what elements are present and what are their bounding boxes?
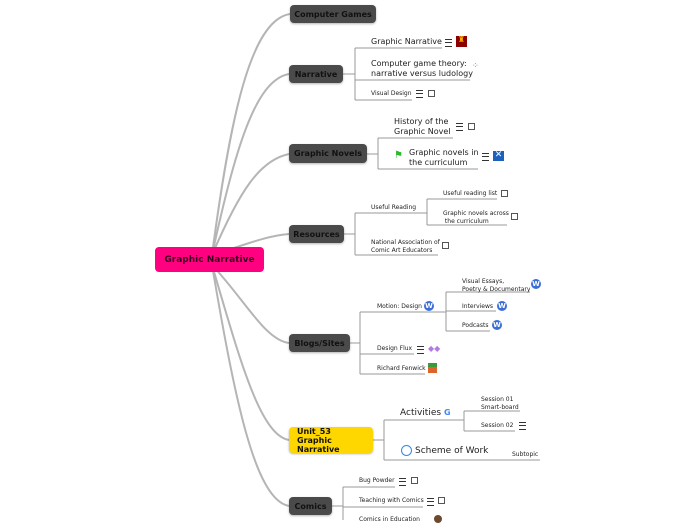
- subtopic-session-02[interactable]: Session 02: [481, 422, 514, 429]
- topic-label: Graphic Novels: [294, 149, 362, 158]
- label-line: Visual Essays,: [462, 278, 505, 285]
- external-link-icon[interactable]: [501, 190, 508, 197]
- subtopic-motion-design[interactable]: Motion: Design: [377, 303, 422, 310]
- root-label: Graphic Narrative: [164, 254, 255, 265]
- label-line: Session 01: [481, 396, 514, 403]
- notes-icon[interactable]: [417, 346, 424, 354]
- app-icon: [428, 363, 437, 373]
- avatar-icon: [434, 515, 442, 523]
- subtopic-graphic-narrative[interactable]: Graphic Narrative: [371, 37, 442, 46]
- notes-icon[interactable]: [519, 422, 526, 430]
- external-link-icon[interactable]: [438, 497, 445, 504]
- label-line: National Association of: [371, 239, 440, 246]
- subtopic-bug-powder[interactable]: Bug Powder: [359, 477, 395, 484]
- subtopic-visual-essays[interactable]: Visual Essays,Poetry & Documentary: [462, 278, 530, 293]
- subtopic-interviews[interactable]: Interviews: [462, 303, 494, 310]
- subtopic-scheme-of-work[interactable]: Scheme of Work: [415, 446, 489, 456]
- wordpress-icon[interactable]: W: [497, 301, 507, 311]
- notes-icon[interactable]: [445, 39, 452, 47]
- external-link-icon[interactable]: [442, 242, 449, 249]
- notes-icon[interactable]: [399, 478, 406, 486]
- scotland-flag-icon: ✕: [493, 150, 504, 161]
- dots-icon: ⁘: [472, 61, 479, 70]
- external-link-icon[interactable]: [511, 213, 518, 220]
- topic-label: Resources: [293, 229, 340, 239]
- topic-label: Narrative: [294, 69, 338, 79]
- label-line: Poetry & Documentary: [462, 285, 531, 293]
- external-link-icon[interactable]: [428, 90, 435, 97]
- topic-label: Graphic Narrative: [297, 435, 340, 454]
- flag-icon: ⚑: [394, 150, 403, 161]
- external-link-icon[interactable]: [468, 123, 475, 130]
- label-line: the curriculum: [443, 217, 489, 225]
- subtopic-activities[interactable]: Activities: [400, 408, 442, 418]
- label-line: Graphic Novel: [394, 127, 451, 136]
- subtopic-reading-list[interactable]: Useful reading list: [443, 190, 498, 197]
- subtopic-design-flux[interactable]: Design Flux: [377, 345, 413, 352]
- subtopic-visual-design[interactable]: Visual Design: [371, 90, 412, 97]
- topic-graphic-novels[interactable]: Graphic Novels: [289, 144, 367, 163]
- wordpress-icon[interactable]: W: [424, 301, 434, 311]
- notes-icon[interactable]: [456, 123, 463, 131]
- topic-narrative[interactable]: Narrative: [289, 65, 343, 83]
- topic-label: Comics: [294, 501, 327, 511]
- progress-circle-icon: [401, 445, 412, 456]
- root-topic[interactable]: Graphic Narrative: [155, 247, 264, 272]
- notes-icon[interactable]: [427, 498, 434, 506]
- subtopic-richard-fenwick[interactable]: Richard Fenwick: [377, 365, 426, 372]
- topic-label: Computer Games: [294, 9, 372, 19]
- label-line: History of the: [394, 117, 449, 126]
- subtopic-across-curriculum[interactable]: Graphic novels across the curriculum: [443, 210, 509, 225]
- image-icon: ♜: [456, 36, 467, 47]
- wordpress-icon[interactable]: W: [531, 279, 541, 289]
- audio-wave-icon: ◆◆: [428, 344, 441, 353]
- wordpress-icon[interactable]: W: [492, 320, 502, 330]
- label-line: Comic Art Educators: [371, 246, 433, 254]
- subtopic-podcasts[interactable]: Podcasts: [462, 322, 489, 329]
- topic-computer-games[interactable]: Computer Games: [290, 5, 376, 23]
- topic-label: Unit_53: [297, 426, 331, 436]
- subtopic-game-theory[interactable]: Computer game theory:narrative versus lu…: [371, 59, 473, 79]
- external-link-icon[interactable]: [411, 477, 418, 484]
- google-icon: G: [444, 408, 451, 417]
- label-line: the curriculum: [409, 158, 468, 167]
- notes-icon[interactable]: [416, 90, 423, 98]
- topic-comics[interactable]: Comics: [289, 497, 332, 515]
- label-line: Smart-board: [481, 403, 519, 411]
- topic-blogs-sites[interactable]: Blogs/Sites: [289, 334, 350, 352]
- topic-resources[interactable]: Resources: [289, 225, 344, 243]
- notes-icon[interactable]: [482, 153, 489, 161]
- subtopic-useful-reading[interactable]: Useful Reading: [371, 204, 417, 211]
- subtopic-teaching-with-comics[interactable]: Teaching with Comics: [359, 497, 424, 504]
- label-line: Graphic novels across: [443, 210, 509, 217]
- label-line: narrative versus ludology: [371, 69, 473, 78]
- topic-label: Blogs/Sites: [294, 338, 345, 348]
- label-line: Graphic novels in: [409, 148, 479, 157]
- subtopic-placeholder[interactable]: Subtopic: [512, 451, 539, 458]
- label-line: Computer game theory:: [371, 59, 467, 68]
